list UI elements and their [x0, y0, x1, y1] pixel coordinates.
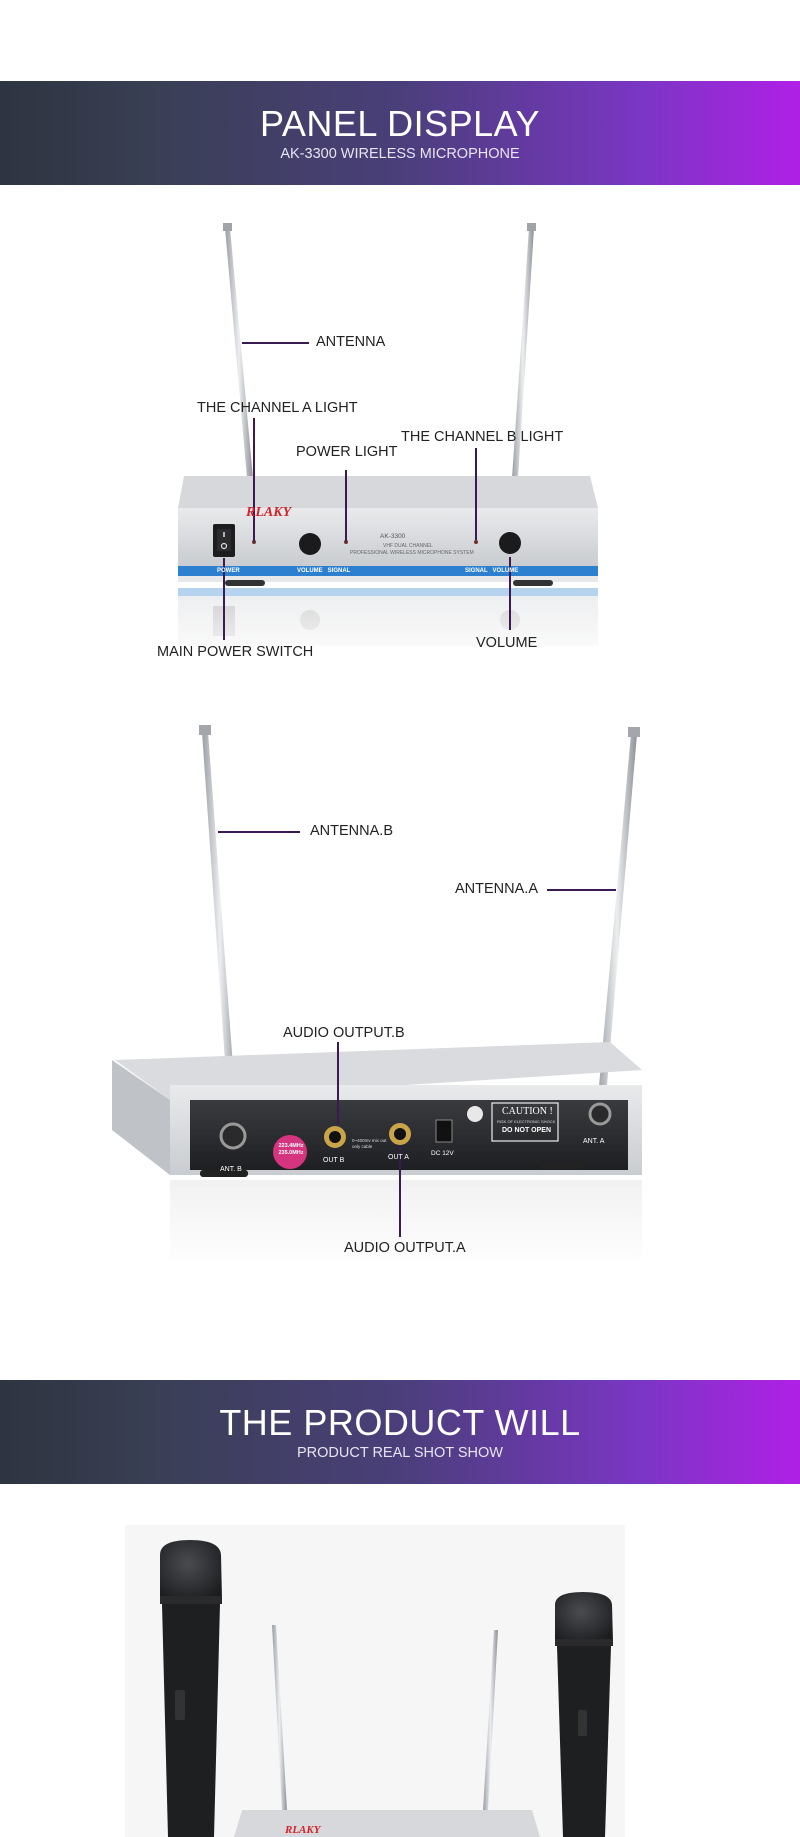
front-antenna-left: [223, 223, 253, 478]
ant-b-connector: [219, 1122, 247, 1150]
label-volume: VOLUME: [476, 635, 538, 651]
label-antenna: ANTENNA: [316, 334, 386, 350]
label-antenna-b: ANTENNA.B: [310, 823, 393, 839]
ground-screw: [467, 1106, 483, 1122]
front-brand-text: RLAKY: [246, 505, 292, 520]
receiver-product: [234, 1625, 540, 1837]
caution-donot-text: DO NOT OPEN: [502, 1127, 552, 1134]
strip-power-text: POWER: [217, 568, 240, 574]
front-small-print-2: PROFESSIONAL WIRELESS MICROPHONE SYSTEM: [350, 550, 474, 556]
rear-ant-b-text: ANT. B: [220, 1166, 242, 1173]
rear-dc-text: DC 12V: [431, 1150, 454, 1157]
front-antenna-right: [512, 223, 536, 478]
frequency-sticker: [273, 1135, 307, 1169]
label-main-power-switch: MAIN POWER SWITCH: [157, 644, 314, 660]
banner-subtitle: PRODUCT REAL SHOT SHOW: [297, 1445, 503, 1461]
volume-knob-b: [499, 532, 521, 554]
rear-ant-a-text: ANT. A: [583, 1138, 605, 1145]
dc-jack: [435, 1119, 453, 1143]
label-audio-output-a: AUDIO OUTPUT.A: [344, 1240, 466, 1256]
strip-signal-volume-text: SIGNAL VOLUME: [465, 568, 519, 574]
caution-title-text: CAUTION !: [502, 1106, 553, 1117]
rear-antenna-a: [597, 727, 640, 1108]
microphone-right: [555, 1592, 613, 1837]
front-small-print-1: VHF DUAL CHANNEL: [383, 543, 433, 549]
front-model-text: AK-3300: [380, 533, 406, 540]
label-channel-b-light: THE CHANNEL B LIGHT: [401, 429, 564, 445]
section-banner-panel-display: PANEL DISPLAY AK-3300 WIRELESS MICROPHON…: [0, 81, 800, 185]
label-channel-a-light: THE CHANNEL A LIGHT: [197, 400, 358, 416]
label-power-light: POWER LIGHT: [296, 444, 398, 460]
rear-out-b-text: OUT B: [323, 1157, 345, 1164]
rear-out-a-text: OUT A: [388, 1154, 409, 1161]
volume-knob-a: [299, 533, 321, 555]
strip-volume-signal-text: VOLUME SIGNAL: [297, 568, 351, 574]
label-audio-output-b: AUDIO OUTPUT.B: [283, 1025, 405, 1041]
section-banner-product-shot: THE PRODUCT WILL PRODUCT REAL SHOT SHOW: [0, 1380, 800, 1484]
rear-leader-lines: [218, 831, 616, 1237]
rear-antenna-b: [199, 725, 238, 1133]
channel-b-led: [474, 540, 478, 544]
front-leader-lines: [223, 342, 511, 640]
label-antenna-a: ANTENNA.A: [455, 881, 538, 897]
caution-body-text: RISK OF ELECTRONIC SHOCK: [497, 1119, 556, 1124]
front-receiver-body: [178, 476, 598, 586]
rear-cable-note-text: 0~400mv mix out only cable: [352, 1138, 387, 1149]
ant-a-connector: [588, 1102, 612, 1126]
power-switch: [213, 524, 235, 557]
banner-subtitle: AK-3300 WIRELESS MICROPHONE: [280, 146, 520, 162]
product-brand-text: RLAKY: [285, 1824, 321, 1836]
caution-label: [491, 1102, 559, 1142]
banner-title: PANEL DISPLAY: [260, 103, 540, 144]
microphone-left: [160, 1540, 222, 1837]
freq-sticker-text: 223.4MHz 235.0MHz: [278, 1143, 304, 1156]
banner-title: THE PRODUCT WILL: [219, 1402, 581, 1443]
